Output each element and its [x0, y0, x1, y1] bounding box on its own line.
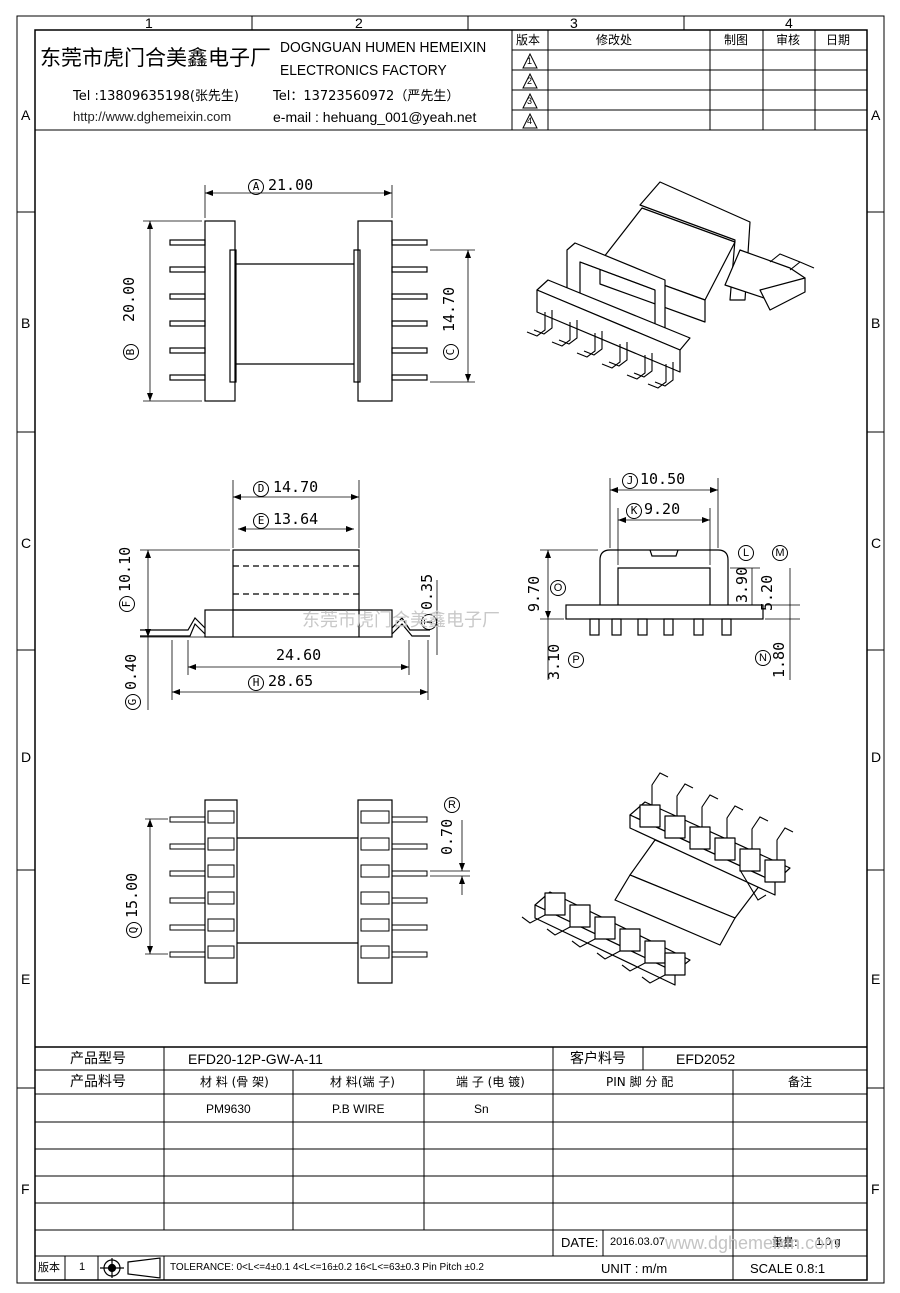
customer-pn-value: EFD2052 — [676, 1051, 736, 1067]
column-label-4: 4 — [785, 15, 793, 31]
company-name-cn: 东莞市虎门合美鑫电子厂 — [40, 46, 271, 70]
dim-circle-l: L — [738, 545, 754, 561]
dim-circle-e: E — [253, 513, 269, 529]
dim-circle-r: R — [444, 797, 460, 813]
contact-tel-1: Tel :13809635198(张先生) — [73, 89, 239, 104]
weight-label: 重量: — [772, 1236, 798, 1249]
column-label-1: 1 — [145, 15, 153, 31]
row-label-e-left: E — [21, 971, 31, 987]
dimension-k-value: 9.20 — [644, 500, 681, 518]
dim-circle-m: M — [772, 545, 788, 561]
material-pin-value: P.B WIRE — [332, 1102, 385, 1116]
material-pin-label: 材 料(端 子) — [330, 1075, 395, 1089]
row-label-c-right: C — [871, 535, 882, 551]
contact-tel-2: Tel：13723560972（严先生） — [273, 89, 460, 104]
terminal-plating-label: 端 子 (电 镀) — [456, 1075, 525, 1089]
dimension-j-value: 10.50 — [640, 470, 686, 488]
dimension-e-value: 13.64 — [273, 510, 319, 528]
company-name-en-2: ELECTRONICS FACTORY — [280, 62, 447, 79]
rev-header-drawn: 制图 — [724, 33, 749, 47]
dim-circle-p: P — [568, 652, 584, 668]
weight-value: 1.0 g — [816, 1236, 841, 1248]
product-model-value: EFD20-12P-GW-A-11 — [188, 1051, 323, 1067]
rev-header-date: 日期 — [826, 33, 851, 47]
dim-circle-h: H — [248, 675, 264, 691]
rev-number-1: 1 — [527, 56, 533, 66]
dimension-h-inner-value: 24.60 — [276, 646, 322, 664]
row-label-f-right: F — [871, 1181, 880, 1197]
dimension-a-value: 21.00 — [268, 176, 314, 194]
watermark-text: 东莞市虎门合美鑫电子厂 — [302, 610, 500, 631]
dimension-h-value: 28.65 — [268, 672, 314, 690]
rev-number-4: 4 — [527, 116, 533, 126]
product-model-label: 产品型号 — [70, 1051, 126, 1067]
material-bobbin-label: 材 料 (骨 架) — [200, 1075, 269, 1089]
row-label-e-right: E — [871, 971, 881, 987]
rev-number-2: 2 — [527, 76, 533, 86]
column-label-2: 2 — [355, 15, 363, 31]
row-label-d-left: D — [21, 749, 32, 765]
website-link[interactable]: http://www.dghemeixin.com — [73, 109, 232, 124]
rev-header-version: 版本 — [516, 33, 541, 47]
product-pn-label: 产品料号 — [70, 1074, 126, 1090]
row-label-c-left: C — [21, 535, 32, 551]
dim-circle-d: D — [253, 481, 269, 497]
company-name-en-1: DOGNGUAN HUMEN HEMEIXIN — [280, 39, 487, 56]
customer-pn-label: 客户料号 — [570, 1051, 626, 1067]
scale-text: SCALE 0.8:1 — [750, 1261, 826, 1276]
url-watermark: www.dghemeixin.com — [665, 1233, 840, 1253]
dimension-d-value: 14.70 — [273, 478, 319, 496]
row-label-a-right: A — [871, 107, 881, 123]
row-label-a-left: A — [21, 107, 31, 123]
rev-number-3: 3 — [527, 96, 533, 106]
row-label-d-right: D — [871, 749, 882, 765]
email-link[interactable]: e-mail : hehuang_001@yeah.net — [273, 109, 477, 125]
unit-text: UNIT : m/m — [601, 1261, 668, 1276]
remarks-label: 备注 — [788, 1075, 813, 1089]
row-label-b-right: B — [871, 315, 881, 331]
row-label-f-left: F — [21, 1181, 30, 1197]
version-value: 1 — [79, 1261, 86, 1273]
dim-circle-a: A — [248, 179, 264, 195]
column-label-3: 3 — [570, 15, 578, 31]
rev-header-checked: 审核 — [776, 33, 801, 47]
dim-circle-k: K — [626, 503, 642, 519]
dim-circle-j: J — [622, 473, 638, 489]
material-bobbin-value: PM9630 — [206, 1102, 251, 1116]
dim-circle-o: O — [550, 580, 566, 596]
date-value: 2016.03.07 — [610, 1236, 666, 1248]
rev-header-change: 修改处 — [596, 33, 633, 47]
version-label: 版本 — [38, 1261, 60, 1274]
date-label: DATE: — [561, 1235, 599, 1250]
terminal-plating-value: Sn — [474, 1102, 489, 1116]
tolerance-text: TOLERANCE: 0<L<=4±0.1 4<L<=16±0.2 16<L<=… — [170, 1262, 484, 1273]
row-label-b-left: B — [21, 315, 31, 331]
dim-circle-n: N — [755, 650, 771, 666]
pin-assignment-label: PIN 脚 分 配 — [606, 1075, 674, 1089]
